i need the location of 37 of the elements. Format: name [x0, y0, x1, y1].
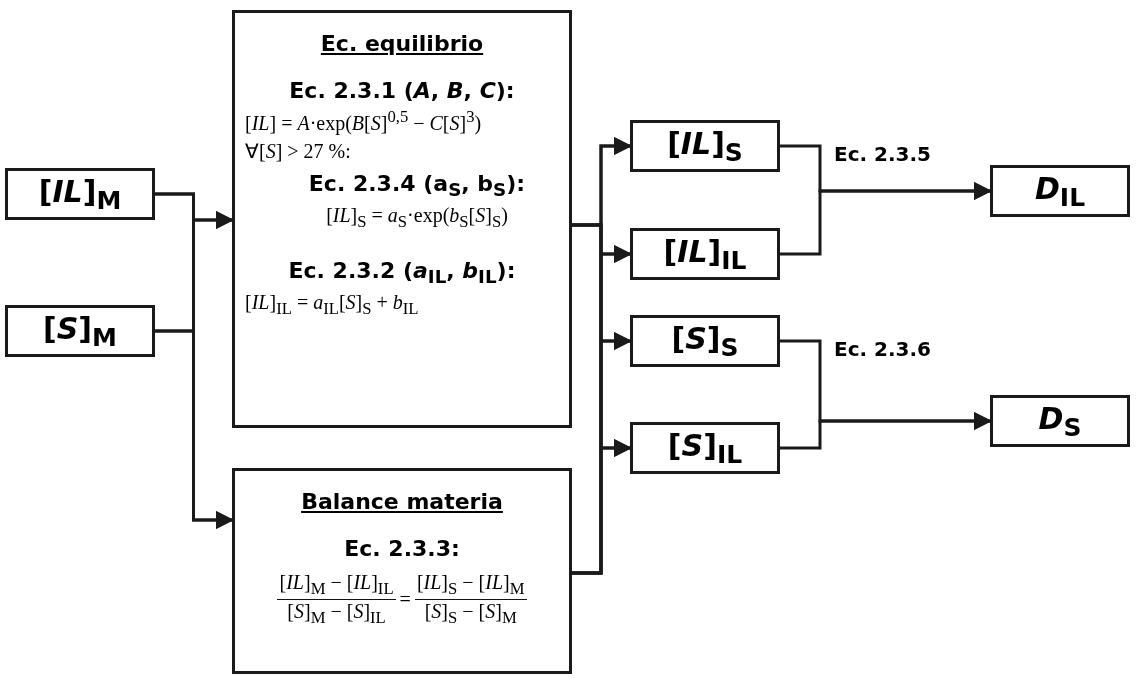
- equation-label: Ec. 2.3.3:: [344, 536, 460, 561]
- variable-box: [630, 120, 780, 172]
- variable-label: [IL]$_{IL}$: [663, 233, 747, 275]
- arrow: [780, 182, 992, 256]
- variable-label: [S]$_{S}$: [671, 320, 739, 362]
- variable-label: [IL]$_{M}$: [38, 173, 122, 215]
- formula: [IL] = A·exp(B[S]$^{0,5}$ − C[S]$^{3}$): [245, 107, 482, 135]
- variable-label: D$_{IL}$: [1034, 170, 1086, 212]
- numerator: [IL]$_{M}$ − [IL]$_{IL}$: [277, 571, 396, 600]
- equals-sign: =: [399, 588, 411, 611]
- variable-box: [630, 315, 780, 367]
- equation-label: Ec. 2.3.2 (a$_{IL}$, b$_{IL}$):: [288, 258, 516, 288]
- box-heading: Balance materia: [301, 489, 503, 514]
- numerator: [IL]$_{S}$ − [IL]$_{M}$: [414, 571, 527, 600]
- denominator: [S]$_{S}$ − [S]$_{M}$: [423, 600, 518, 628]
- formula: [IL]$_{S}$ = a$_{S}$·exp(b$_{S}$[S]$_{S}$): [326, 204, 508, 233]
- denominator: [S]$_{M}$ − [S]$_{IL}$: [286, 600, 387, 628]
- variable-box: [5, 305, 155, 357]
- arrow: [155, 329, 234, 529]
- equation-box: [232, 468, 572, 674]
- variable-label: [IL]$_{S}$: [667, 125, 743, 167]
- variable-box: [990, 395, 1130, 447]
- arrow: [780, 412, 992, 450]
- variable-box: [630, 228, 780, 280]
- formula: ∀[S] > 27 %:: [245, 138, 351, 163]
- equation-box: [232, 10, 572, 428]
- variable-box: [990, 165, 1130, 217]
- variable-box: [5, 168, 155, 220]
- variable-box: [630, 422, 780, 474]
- arrow: [572, 439, 632, 575]
- formula: [IL]$_{IL}$ = a$_{IL}$[S]$_{S}$ + b$_{IL}$: [245, 291, 419, 320]
- variable-label: [S]$_{M}$: [43, 310, 117, 352]
- variable-label: D$_{S}$: [1038, 400, 1082, 442]
- variable-label: [S]$_{IL}$: [667, 427, 743, 469]
- box-heading: Ec. equilibrio: [320, 31, 484, 56]
- equation-label: Ec. 2.3.4 (a$_{S}$, b$_{S}$):: [308, 170, 526, 201]
- equation-label: Ec. 2.3.1 (A, B, C):: [289, 78, 515, 103]
